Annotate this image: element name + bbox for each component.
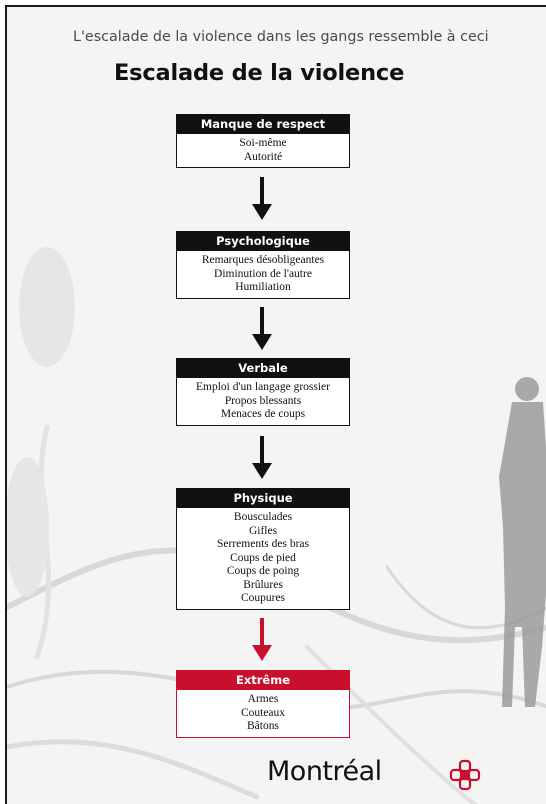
stage-item: Serrements des bras <box>217 538 309 550</box>
stage-box-extreme: Extrême Armes Couteaux Bâtons <box>176 670 350 738</box>
stage-item: Humiliation <box>235 281 291 293</box>
stage-header: Physique <box>177 489 349 508</box>
stage-item: Brûlures <box>243 578 283 591</box>
stage-header: Extrême <box>177 671 349 690</box>
red-down-arrow-icon <box>252 618 272 661</box>
rose-logo-icon <box>449 759 481 791</box>
stage-item: Coups de pied <box>230 551 296 564</box>
stage-item: Propos blessants <box>224 394 302 407</box>
stage-box-physique: Physique Bousculades Gifles Serrements d… <box>176 488 350 610</box>
stage-box-verbale: Verbale Emploi d'un langage grossier Pro… <box>176 358 350 426</box>
stage-item: Remarques désobligeantes <box>201 254 325 266</box>
stage-header: Verbale <box>177 359 349 378</box>
montreal-logo-text: Montréal <box>267 756 382 787</box>
diagram-title: Escalade de la violence <box>114 60 405 86</box>
stage-box-manque-de-respect: Manque de respect Soi-même Autorité <box>176 114 350 168</box>
stage-item: Diminution de l'autre <box>214 267 312 280</box>
stage-item: Bâtons <box>247 720 279 732</box>
stage-item: Emploi d'un langage grossier <box>196 381 330 393</box>
stage-item: Armes <box>247 693 279 705</box>
down-arrow-icon <box>252 436 272 479</box>
stage-item: Bousculades <box>233 511 293 523</box>
stage-item: Soi-même <box>239 137 287 149</box>
page-caption: L'escalade de la violence dans les gangs… <box>73 29 489 45</box>
stage-item: Gifles <box>248 524 278 537</box>
background-silhouette-art <box>7 247 546 804</box>
stage-item: Coupures <box>240 592 286 604</box>
poster-frame: L'escalade de la violence dans les gangs… <box>5 5 546 804</box>
down-arrow-icon <box>252 307 272 350</box>
stage-item: Menaces de coups <box>220 408 306 420</box>
stage-box-psychologique: Psychologique Remarques désobligeantes D… <box>176 231 350 299</box>
stage-item: Coups de poing <box>226 565 300 577</box>
stage-item: Autorité <box>243 150 283 163</box>
stage-header: Psychologique <box>177 232 349 251</box>
down-arrow-icon <box>252 177 272 220</box>
stage-item: Couteaux <box>240 706 286 719</box>
stage-header: Manque de respect <box>177 115 349 134</box>
